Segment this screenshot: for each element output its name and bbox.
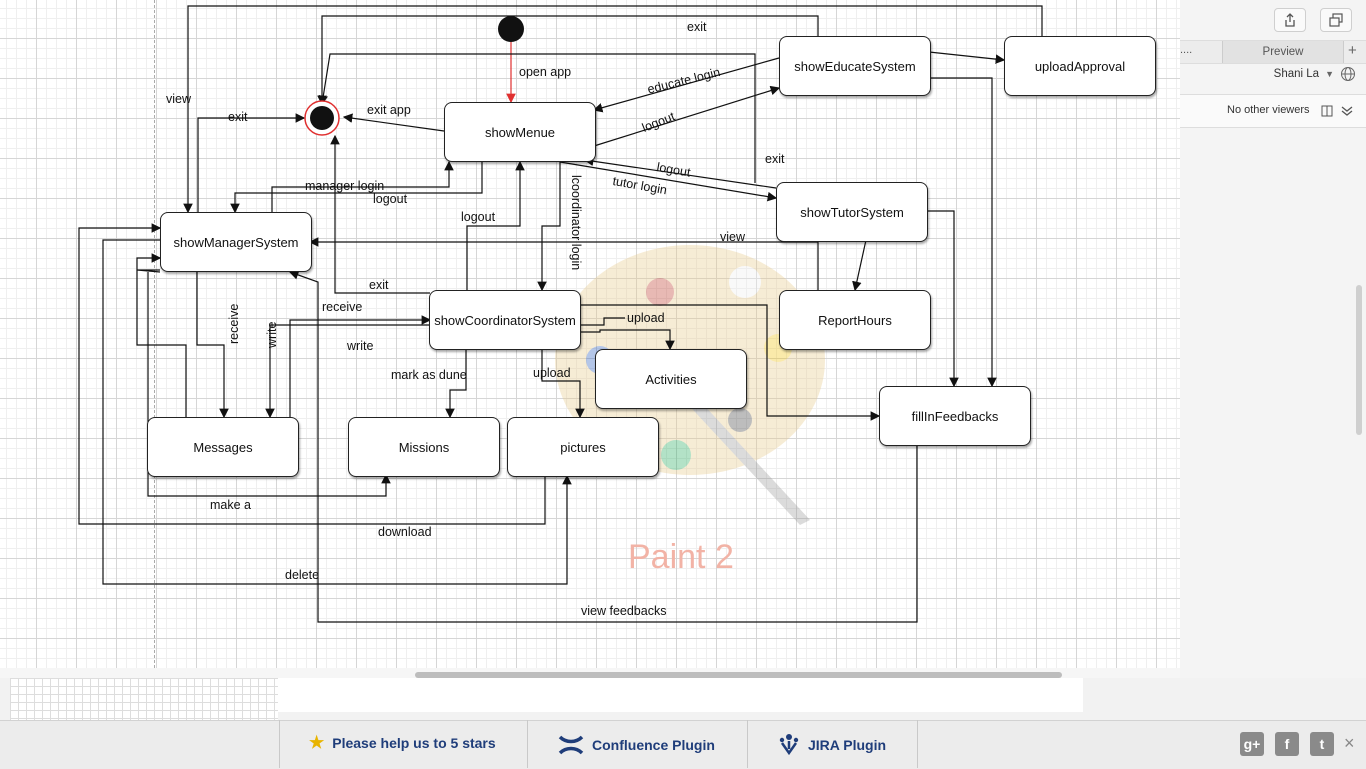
node-Activities[interactable]: Activities <box>595 349 747 409</box>
edge-label-write-mid: write <box>347 339 374 353</box>
node-pictures[interactable]: pictures <box>507 417 659 477</box>
node-showTutorSystem[interactable]: showTutorSystem <box>776 182 928 242</box>
windows-icon <box>1329 13 1343 27</box>
right-panel: .... Preview + Shani La ▼ No other viewe… <box>1180 0 1366 768</box>
edge-label-exit-app: exit app <box>367 103 411 117</box>
panel-tabs: .... Preview + <box>1180 40 1366 64</box>
paint-watermark-text: Paint 2 <box>628 538 734 576</box>
tab-preview[interactable]: Preview <box>1222 41 1344 63</box>
rate-stars-label: Please help us to 5 stars <box>332 735 496 751</box>
node-Missions[interactable]: Missions <box>348 417 500 477</box>
horizontal-scrollbar[interactable] <box>415 672 1062 678</box>
divider <box>917 720 918 768</box>
edge-label-exit-tutor: exit <box>765 152 785 166</box>
edge-label-view-left: view <box>166 92 192 106</box>
jira-plugin-label: JIRA Plugin <box>808 737 887 753</box>
jira-icon <box>779 734 799 756</box>
user-menu[interactable]: Shani La ▼ <box>1274 66 1356 82</box>
panel-toggle-icon[interactable] <box>1321 105 1333 117</box>
plugin-bar <box>0 720 1366 769</box>
edge-label-upload-pictures: upload <box>533 366 571 380</box>
node-Messages[interactable]: Messages <box>147 417 299 477</box>
twitter-icon[interactable]: t <box>1310 732 1334 756</box>
edge-label-upload-activities: upload <box>627 311 665 325</box>
collapse-chevron-icon[interactable] <box>1341 105 1353 117</box>
viewers-text: No other viewers <box>1227 104 1310 116</box>
globe-icon[interactable] <box>1340 66 1356 82</box>
edge-label-coordinator-login: lcoordinator login <box>569 175 583 271</box>
star-icon: ★ <box>309 733 325 752</box>
node-showManagerSystem[interactable]: showManagerSystem <box>160 212 312 272</box>
edge-label-delete: delete <box>285 568 320 582</box>
confluence-plugin-label: Confluence Plugin <box>592 737 715 753</box>
jira-plugin-link[interactable]: JIRA Plugin <box>778 733 886 757</box>
edge-label-view-feedbacks: view feedbacks <box>581 604 667 618</box>
edge-label-mark-as-done: mark as dune <box>391 368 467 382</box>
viewers-bar: No other viewers <box>1180 94 1366 128</box>
edge-label-view-tutor: view <box>720 230 746 244</box>
add-tab-button[interactable]: + <box>1348 42 1357 59</box>
page-boundary-guide <box>154 0 155 668</box>
node-ReportHours[interactable]: ReportHours <box>779 290 931 350</box>
edge-label-download: download <box>378 525 432 539</box>
edge-label-make-a: make a <box>210 498 251 512</box>
user-name: Shani La <box>1273 68 1320 80</box>
edge-label-write-side: write <box>265 321 279 348</box>
confluence-icon <box>558 735 584 755</box>
chevron-down-icon: ▼ <box>1325 69 1334 79</box>
rate-stars-link[interactable]: ★ Please help us to 5 stars <box>309 733 496 753</box>
vertical-scrollbar[interactable] <box>1356 285 1362 435</box>
edge-label-exit-coordinator: exit <box>369 278 389 292</box>
tab-more[interactable]: .... <box>1180 44 1193 56</box>
page-thumbnail-area <box>278 678 1083 712</box>
edge-label-receive-side: receive <box>227 303 241 344</box>
diagram-edges <box>78 5 1043 623</box>
node-showCoordinatorSystem[interactable]: showCoordinatorSystem <box>429 290 581 350</box>
page-thumbnail-grid <box>10 678 278 720</box>
close-icon[interactable]: × <box>1344 733 1355 753</box>
divider <box>279 720 280 768</box>
edge-label-logout-coordinator: logout <box>461 210 496 224</box>
window-button[interactable] <box>1320 8 1352 32</box>
node-fillInFeedbacks[interactable]: fillInFeedbacks <box>879 386 1031 446</box>
divider <box>747 720 748 768</box>
edge-label-open-app: open app <box>519 65 572 79</box>
edge-label-exit-left: exit <box>228 110 248 124</box>
node-showMenue[interactable]: showMenue <box>444 102 596 162</box>
diagram-canvas[interactable]: showMenue showEducateSystem uploadApprov… <box>0 0 1180 668</box>
edge-label-logout-manager: logout <box>373 192 408 206</box>
edge-label-manager-login: manager login <box>305 179 385 193</box>
node-uploadApproval[interactable]: uploadApproval <box>1004 36 1156 96</box>
edge-label-receive-top: receive <box>322 300 363 314</box>
facebook-icon[interactable]: f <box>1275 732 1299 756</box>
divider <box>527 720 528 768</box>
edge-label-exit-top: exit <box>687 20 707 34</box>
share-button[interactable] <box>1274 8 1306 32</box>
google-plus-icon[interactable]: g+ <box>1240 732 1264 756</box>
share-icon <box>1285 13 1295 27</box>
node-showEducateSystem[interactable]: showEducateSystem <box>779 36 931 96</box>
confluence-plugin-link[interactable]: Confluence Plugin <box>558 733 715 757</box>
